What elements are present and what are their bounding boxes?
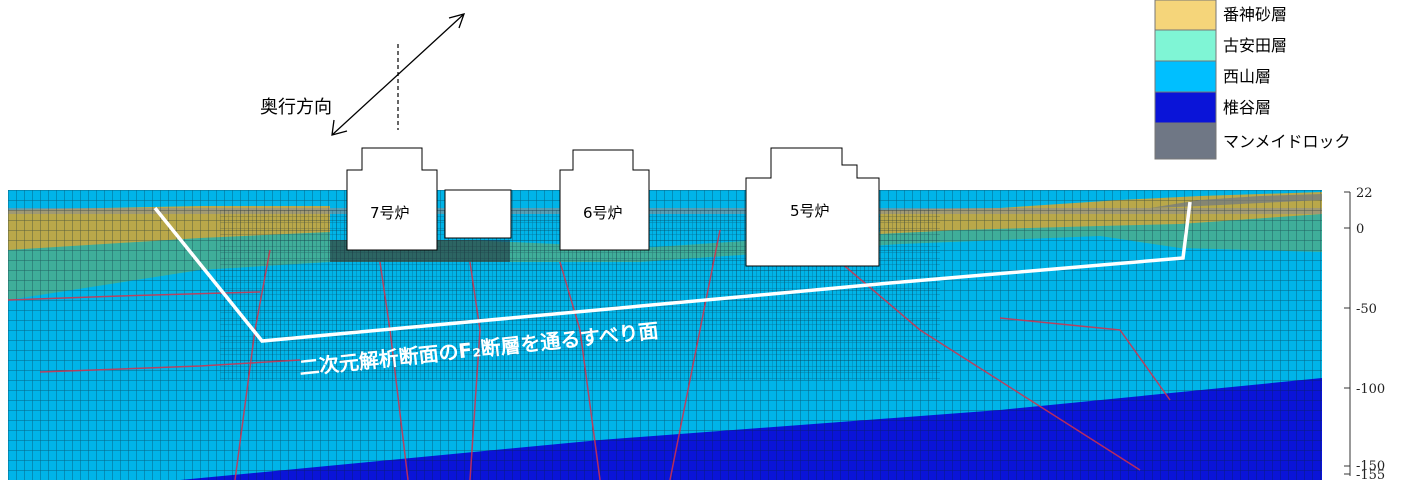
legend-swatch-manmade (1154, 122, 1217, 160)
legend: 番神砂層 古安田層 西山層 椎谷層 マンメイドロック (1154, 0, 1351, 160)
surface-profile-right (1150, 194, 1322, 208)
slip-surface-line (153, 201, 1192, 343)
reactor-5-label: 5号炉 (790, 202, 830, 220)
direction-indicator: 奥行方向 (260, 13, 466, 136)
legend-label-koyasuda: 古安田層 (1223, 36, 1287, 55)
reactor-7-label: 7号炉 (370, 204, 410, 222)
arrowhead-up-right-icon (448, 13, 466, 29)
legend-label-nishiyama: 西山層 (1223, 67, 1271, 86)
turbine-building (444, 189, 512, 239)
ground-model (8, 190, 1322, 480)
axis-tick-minus-155: -155 (1356, 468, 1385, 480)
legend-swatch-banjin (1154, 0, 1217, 31)
axis-tick-minus-150: -150 (1356, 459, 1385, 474)
axis-tick-0: 0 (1356, 222, 1364, 237)
legend-label-shiiya: 椎谷層 (1223, 98, 1271, 117)
reactor-6-building (559, 149, 650, 251)
legend-swatch-shiiya (1154, 91, 1217, 124)
axis-tick-minus-50: -50 (1356, 302, 1377, 317)
reactor-6-label: 6号炉 (583, 204, 623, 222)
reactor-5-building (745, 147, 880, 267)
axis-tick-minus-100: -100 (1356, 382, 1385, 397)
legend-swatch-nishiyama (1154, 60, 1217, 93)
arrowhead-down-left-icon (331, 119, 348, 136)
legend-label-manmade: マンメイドロック (1223, 132, 1351, 151)
legend-swatch-koyasuda (1154, 29, 1217, 62)
direction-arrow (331, 13, 465, 136)
direction-label: 奥行方向 (260, 97, 332, 118)
elevation-axis (1344, 191, 1351, 476)
legend-label-banjin: 番神砂層 (1223, 5, 1287, 24)
reactor-7-building (346, 147, 438, 251)
axis-tick-22: 22 (1356, 186, 1373, 201)
reactor-buildings (346, 147, 880, 267)
